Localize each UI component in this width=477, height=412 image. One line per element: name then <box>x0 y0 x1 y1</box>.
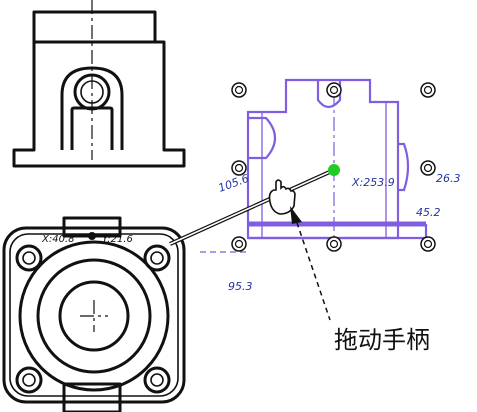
green-dot-icon[interactable] <box>328 164 340 176</box>
drag-handle-label: 拖动手柄 <box>334 326 430 354</box>
hand-cursor-icon <box>268 179 296 215</box>
drag-leader <box>169 168 335 246</box>
circle-target-icon[interactable] <box>231 82 247 98</box>
circle-target-icon[interactable] <box>420 160 436 176</box>
callout-arrow <box>290 206 331 321</box>
dim-left-small: 105.6 <box>217 172 251 195</box>
dim-right-vertical: 26.3 <box>436 172 461 185</box>
circle-target-icon[interactable] <box>326 82 342 98</box>
circle-target-icon[interactable] <box>420 82 436 98</box>
view-handles[interactable] <box>231 82 436 252</box>
plan-x-dim: X:40.8 <box>41 234 75 245</box>
dim-bottom-width: 95.3 <box>228 280 253 293</box>
front-view[interactable] <box>12 0 186 168</box>
dim-right-inner: 45.2 <box>416 206 441 219</box>
selected-view[interactable]: X:253.9 26.3 45.2 105.6 95.3 <box>200 78 461 293</box>
plan-y-dim: Y:21.6 <box>102 234 133 245</box>
dim-x-top: X:253.9 <box>351 176 395 189</box>
circle-target-icon[interactable] <box>231 236 247 252</box>
plan-view[interactable]: X:40.8 Y:21.6 <box>2 216 186 412</box>
circle-target-icon[interactable] <box>326 236 342 252</box>
circle-target-icon[interactable] <box>231 160 247 176</box>
circle-target-icon[interactable] <box>420 236 436 252</box>
